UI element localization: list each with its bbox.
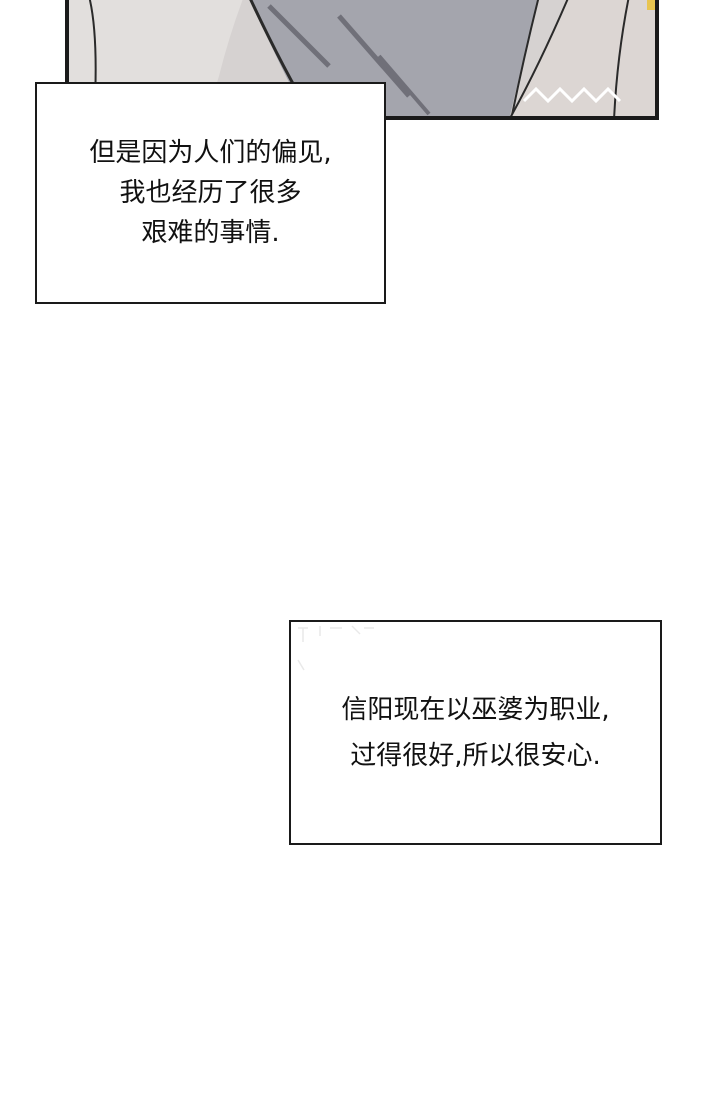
caption-1-line-1: 但是因为人们的偏见, [89, 138, 332, 168]
caption-1-line-2: 我也经历了很多 [119, 178, 302, 208]
caption-2-line-2: 过得很好,所以很安心. [350, 740, 601, 771]
faint-watermark [297, 625, 374, 671]
caption-2-line-1: 信阳现在以巫婆为职业, [341, 694, 610, 725]
caption-1-line-3: 艰难的事情. [141, 218, 280, 248]
caption-box-2: 信阳现在以巫婆为职业, 过得很好,所以很安心. [289, 620, 662, 845]
caption-box-1: 但是因为人们的偏见, 我也经历了很多 艰难的事情. [35, 82, 386, 304]
top-comic-panel [65, 0, 659, 120]
panel-artwork [69, 0, 655, 116]
